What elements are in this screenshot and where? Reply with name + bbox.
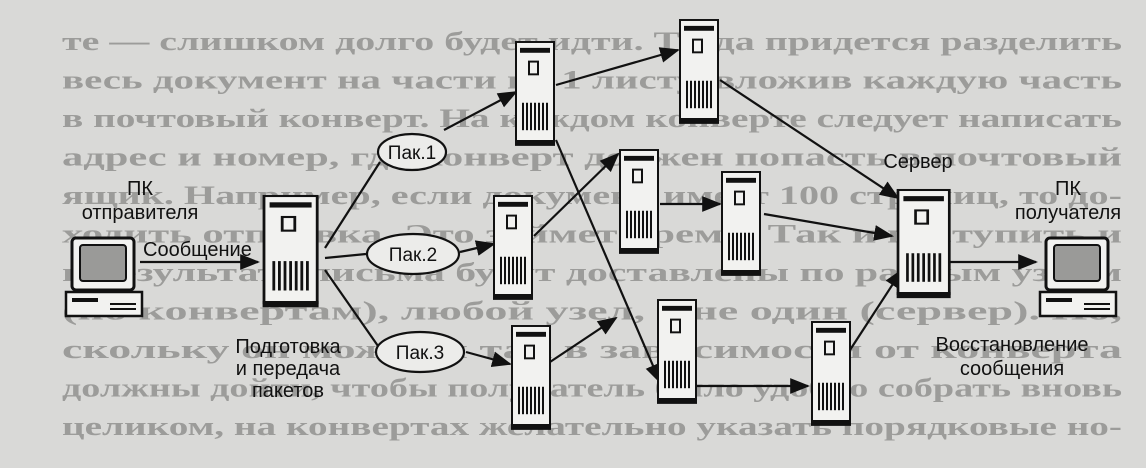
restore-label: Восстановление сообщения [936, 334, 1089, 380]
background-text-line: адрес и номер, где конверт должен попаст… [62, 143, 1122, 172]
sender-label-line-2: отправителя [82, 202, 199, 224]
background-text-line: должны дойти, чтобы получатель было удоб… [62, 374, 1122, 403]
router-3-icon [510, 325, 552, 431]
router-1-icon [514, 41, 556, 147]
packet-1: Пак.1 [376, 132, 448, 172]
router-5-icon [618, 149, 660, 255]
receiver-pc-icon [1038, 236, 1118, 318]
prepare-label-line-1: Подготовка [235, 336, 341, 358]
receiver-label-line-2: получателя [1015, 202, 1121, 224]
packet-3-label: Пак.3 [396, 343, 444, 364]
background-text-line: целиком, на конвертах желательно указать… [62, 412, 1122, 441]
sender-label: ПК отправителя [82, 178, 199, 224]
background-text-line: в почтовый конверт. На каждом конверте с… [62, 104, 1122, 133]
packet-2: Пак.2 [365, 232, 461, 276]
prepare-label: Подготовка и передача пакетов [235, 336, 341, 402]
router-7-icon [656, 299, 698, 405]
restore-label-line-2: сообщения [960, 358, 1064, 380]
router-2-icon [492, 195, 534, 301]
background-text-line: (по конвертам), любой узел, а не один (с… [62, 297, 1122, 326]
server-label: Сервер [883, 151, 952, 173]
packet-1-label: Пак.1 [388, 143, 436, 164]
router-6-icon [720, 171, 762, 277]
packet-3: Пак.3 [374, 330, 466, 374]
connection-arrows [140, 47, 1038, 394]
prepare-label-line-2: и передача [236, 358, 341, 380]
packet-2-label: Пак.2 [389, 245, 437, 266]
receiver-label: ПК получателя [1015, 178, 1121, 224]
receiver-server-icon [895, 188, 953, 300]
restore-label-line-1: Восстановление [936, 334, 1089, 356]
router-8-icon [810, 321, 852, 427]
prepare-label-line-3: пакетов [252, 380, 324, 402]
background-text-line: весь документ на части по 1 листу, вложи… [62, 66, 1122, 95]
receiver-label-line-1: ПК [1055, 178, 1081, 200]
message-label: Сообщение [143, 239, 252, 261]
background-text-line: ящик. Например, если документ имеет 100 … [62, 181, 1122, 210]
background-text-line: скольку он может и так в зависимости от … [62, 335, 1122, 364]
background-text-line: те — слишком долго будет идти. Тогда при… [62, 27, 1122, 56]
router-4-icon [678, 19, 720, 125]
sender-label-line-1: ПК [127, 178, 153, 200]
sender-server-icon [261, 194, 321, 309]
sender-pc-icon [64, 236, 144, 318]
